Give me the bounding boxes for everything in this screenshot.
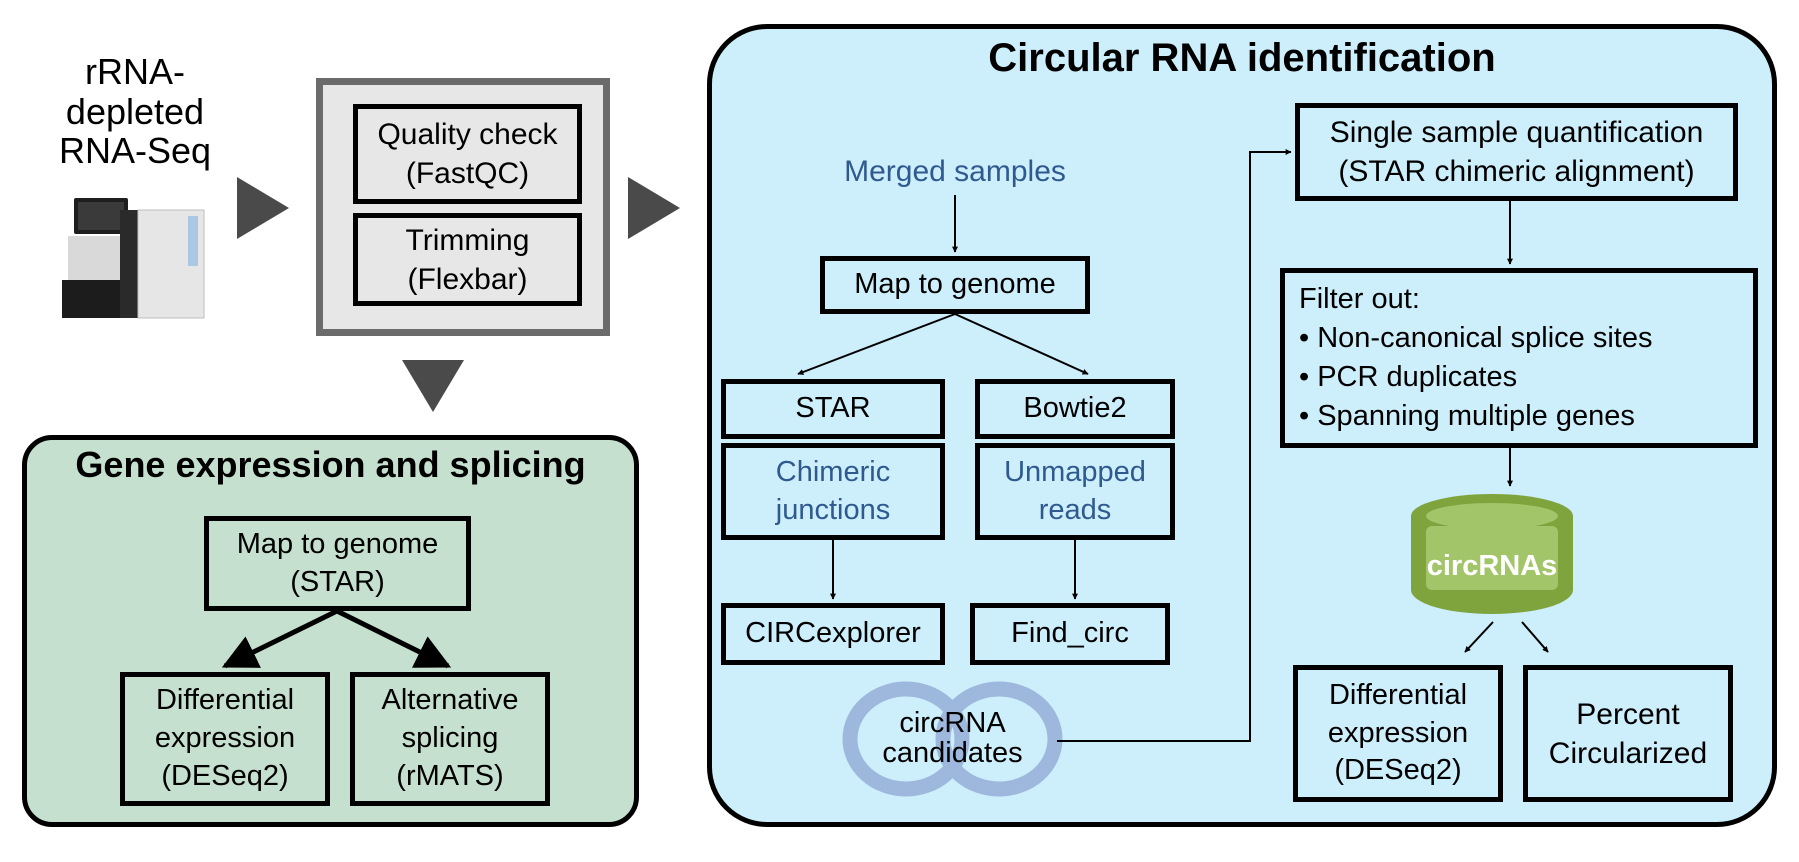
unmapped-reads-box: Unmapped reads [975,443,1175,540]
arrow-right-icon [237,177,289,239]
circ-arrows [797,149,1549,742]
box-text: splicing [401,722,499,755]
quality-check-box: Quality check (FastQC) [353,104,582,204]
gene-panel-title: Gene expression and splicing [75,444,586,485]
box-text: reads [1038,493,1112,526]
box-text: expression [154,722,296,755]
input-label-line: rRNA- [85,51,185,92]
sequencer-machine-icon [62,198,205,319]
circ-map-box: Map to genome [820,256,1090,314]
merged-samples-label: Merged samples [844,155,1066,188]
box-text: (STAR) [290,565,385,598]
box-text: (FastQC) [405,157,530,190]
box-text: Map to genome [236,527,439,560]
box-text: (DESeq2) [1334,754,1462,787]
filter-item-text: PCR duplicates [1317,361,1518,393]
box-text: Alternative [381,684,519,717]
gene-diff-box: Differential expression (DESeq2) [120,672,330,806]
bullet: • [1299,400,1310,433]
filter-item: • Non-canonical splice sites [1299,319,1653,358]
percent-circularized-box: Percent Circularized [1523,665,1733,802]
circexplorer-box: CIRCexplorer [721,603,945,665]
box-text: Circularized [1548,736,1708,770]
box-text: Differential [1328,678,1468,711]
box-text: Differential [155,684,295,717]
filter-item: • PCR duplicates [1299,358,1517,397]
box-text: (rMATS) [396,759,504,792]
gene-alt-box: Alternative splicing (rMATS) [350,672,550,806]
findcirc-box: Find_circ [970,603,1170,665]
ring-icon [842,681,1063,797]
box-text: (Flexbar) [407,262,528,296]
input-label: rRNA- depleted RNA-Seq [30,52,240,171]
box-text: Trimming [405,223,530,257]
box-text: Unmapped [1004,455,1146,488]
box-text: expression [1327,716,1469,749]
circrnas-label: circRNAs [1426,550,1558,582]
filter-box: Filter out: • Non-canonical splice sites… [1280,268,1758,448]
box-text: Percent [1576,697,1680,731]
filter-header: Filter out: [1299,282,1420,315]
circ-diff-box: Differential expression (DESeq2) [1293,665,1503,802]
box-text: (STAR chimeric alignment) [1338,155,1695,188]
input-label-line: depleted [65,90,205,132]
filter-item: • Spanning multiple genes [1299,397,1635,436]
database-cylinder-icon [1411,494,1573,614]
box-text: junctions [775,493,891,526]
star-box: STAR [721,379,945,439]
bullet: • [1299,321,1310,354]
box-text: Single sample quantification [1329,116,1704,149]
gene-arrows [221,608,452,669]
bowtie2-box: Bowtie2 [975,379,1175,439]
gene-map-box: Map to genome (STAR) [204,516,471,611]
single-sample-box: Single sample quantification (STAR chime… [1295,103,1738,201]
input-label-line: RNA-Seq [58,130,212,172]
bullet: • [1299,361,1310,393]
arrow-down-icon [402,360,464,412]
trimming-box: Trimming (Flexbar) [353,213,582,306]
circ-panel-title: Circular RNA identification [988,36,1496,80]
qc-block [316,78,610,336]
circrna-candidates-label: circRNA candidates [860,708,1045,769]
box-text: Quality check [377,118,558,151]
box-text: (DESeq2) [161,759,289,792]
filter-item-text: Spanning multiple genes [1317,400,1635,433]
box-text: Chimeric [775,455,891,488]
filter-item-text: Non-canonical splice sites [1317,321,1653,354]
box-text: circRNA [899,707,1006,739]
arrow-right-icon [628,177,680,239]
chimeric-junctions-box: Chimeric junctions [721,443,945,540]
box-text: candidates [882,737,1023,770]
